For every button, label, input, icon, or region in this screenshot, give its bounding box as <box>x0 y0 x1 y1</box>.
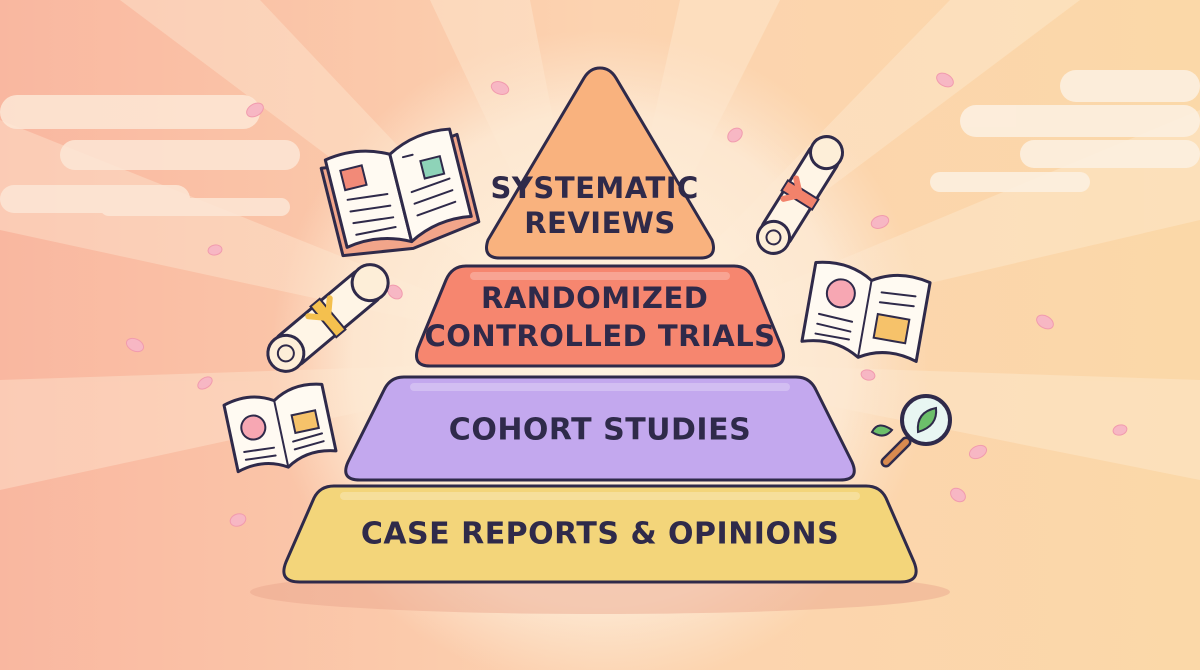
tier-2-label-line-2: CONTROLLED TRIALS <box>424 319 775 353</box>
scroll-diploma-icon <box>756 135 844 255</box>
tier-1-label-line-2: REVIEWS <box>524 206 676 240</box>
cloud-left <box>0 95 300 216</box>
pyramid-tier-1 <box>485 66 715 260</box>
tier-2-label: RANDOMIZED CONTROLLED TRIALS <box>424 281 775 353</box>
tier-1-label-line-1: SYSTEMATIC <box>491 171 699 205</box>
cherry-blossom-petal-icon <box>125 72 1128 527</box>
pyramid-tier-4 <box>282 484 918 584</box>
pyramid-tier-3 <box>344 375 856 482</box>
scroll-diploma-icon <box>266 263 390 373</box>
tier-4-label: CASE REPORTS & OPINIONS <box>361 517 839 552</box>
open-book-icon <box>319 127 481 258</box>
tier-highlights <box>340 272 860 500</box>
brain-book-icon <box>800 260 932 363</box>
tier-1-label: SYSTEMATIC REVIEWS <box>491 171 710 240</box>
magnifying-glass-icon <box>870 394 952 468</box>
tier-2-label-line-1: RANDOMIZED <box>481 281 708 315</box>
tier-3-label: COHORT STUDIES <box>449 413 751 448</box>
brain-book-icon <box>222 382 338 474</box>
cloud-right <box>930 70 1200 192</box>
pyramid-tier-2 <box>415 264 785 368</box>
pyramid <box>282 66 918 584</box>
